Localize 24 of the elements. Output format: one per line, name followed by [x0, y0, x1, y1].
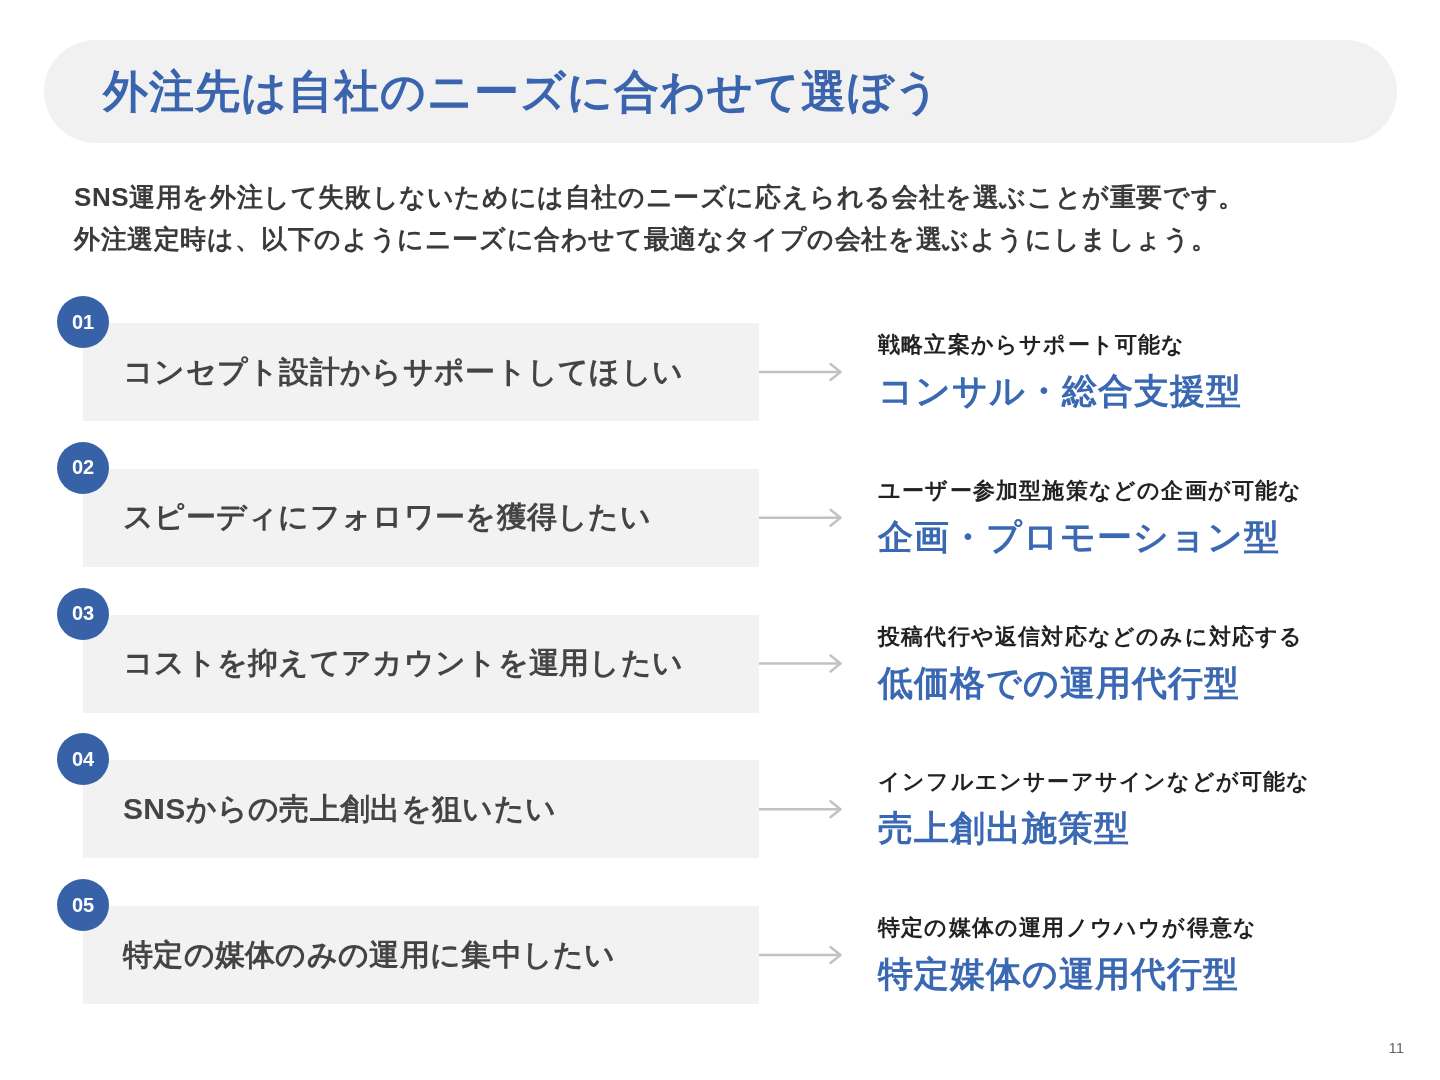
arrow	[759, 508, 842, 527]
number-badge: 01	[57, 296, 109, 348]
intro-text: SNS運用を外注して失敗しないためには自社のニーズに応えられる会社を選ぶことが重要です。	[74, 181, 1245, 214]
option-caption: ユーザー参加型施策などの企画が可能な	[878, 476, 1303, 505]
option-type: 企画・プロモーション型	[878, 515, 1280, 558]
option-type: 特定媒体の運用代行型	[878, 953, 1239, 995]
number-badge: 02	[57, 441, 109, 494]
option-type: コンサル・総合支援型	[878, 370, 1242, 412]
number-badge: 04	[57, 733, 109, 786]
number-badge: 05	[57, 879, 109, 931]
option-caption: インフルエンサーアサインなどが可能な	[878, 768, 1311, 797]
option-type: 低価格での運用代行型	[878, 661, 1240, 704]
page-number: 11	[1387, 1038, 1404, 1058]
option-caption: 戦略立案からサポート可能な	[878, 331, 1186, 359]
arrow	[759, 362, 842, 382]
arrow	[759, 945, 842, 965]
option-type: 売上創出施策型	[878, 807, 1130, 850]
arrow	[759, 800, 842, 819]
arrow	[759, 654, 842, 673]
option-caption: 投稿代行や返信対応などのみに対応する	[878, 622, 1304, 651]
title: 外注先は自社のニーズに合わせて選ぼう	[103, 65, 941, 119]
intro-text: 外注選定時は、以下のようにニーズに合わせて最適なタイプの会社を選ぶようにしましょう。	[74, 223, 1218, 256]
option-caption: 特定の媒体の運用ノウハウが得意な	[878, 914, 1258, 942]
number-badge: 03	[57, 587, 109, 640]
